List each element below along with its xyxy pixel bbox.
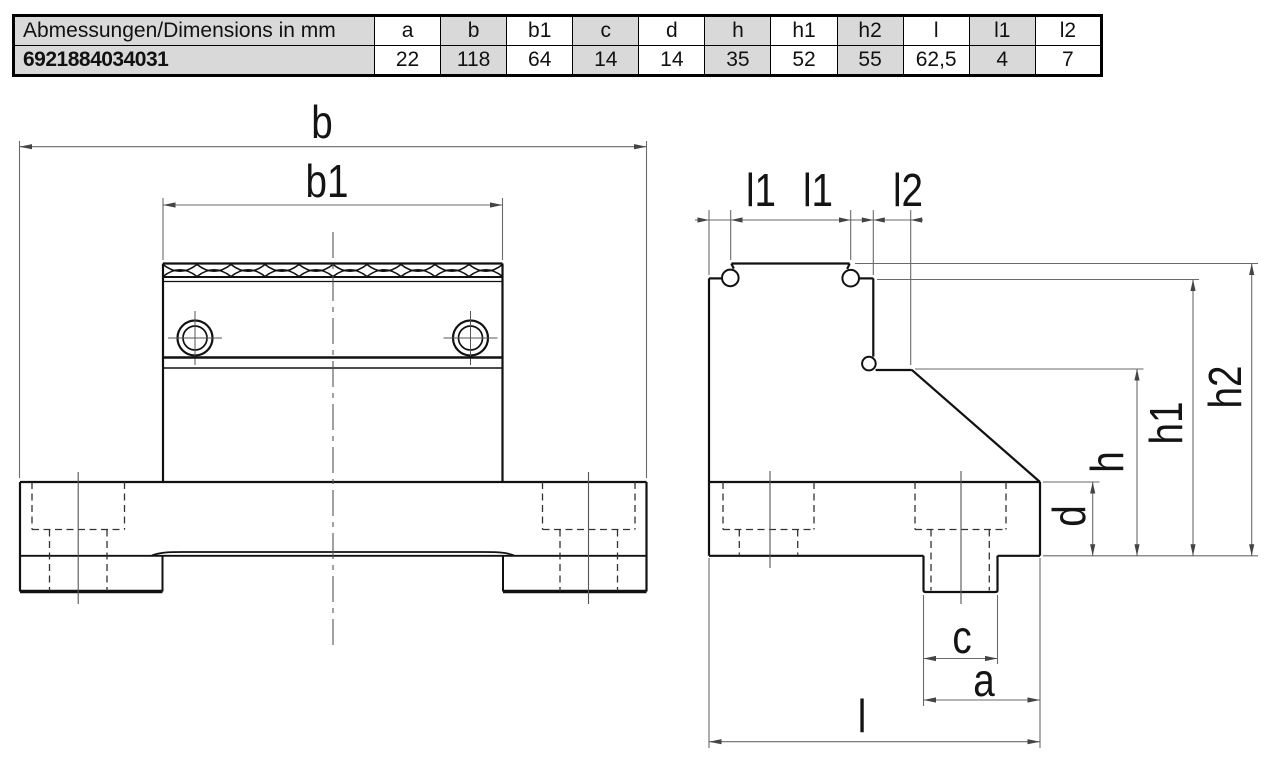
article-number: 6921884034031 <box>13 45 375 76</box>
dim-label-a: a <box>973 654 995 706</box>
dim-label-l1-left: l1 <box>745 164 777 216</box>
value-cell-a: 22 <box>373 45 442 76</box>
dim-label-d: d <box>1043 505 1095 527</box>
header-cell-b1: b1 <box>506 15 574 46</box>
bottom-dim-arrows <box>709 655 1040 745</box>
value-cell-l2: 7 <box>1034 45 1103 76</box>
dim-label-h1: h1 <box>1140 401 1192 445</box>
side-outline <box>707 262 1042 594</box>
corner-groove <box>861 355 877 372</box>
value-cell-d: 14 <box>638 45 706 76</box>
value-cell-h2: 55 <box>836 45 904 76</box>
front-dim-arrows <box>19 144 647 208</box>
top-groove-left <box>721 268 740 288</box>
side-view <box>695 210 1258 748</box>
dim-label-l2: l2 <box>892 164 924 216</box>
value-cell-h: 35 <box>704 45 772 76</box>
hidden-slots-side <box>722 482 1007 591</box>
screw-holes <box>168 311 498 365</box>
height-dim-arrows <box>1090 263 1255 556</box>
dimensions-table: Abmessungen/Dimensions in mm a b b1 c d … <box>12 14 1103 77</box>
dim-label-b1: b1 <box>305 155 349 207</box>
front-view <box>18 141 648 650</box>
value-cell-l1: 4 <box>968 45 1036 76</box>
dim-label-l: l <box>857 690 867 742</box>
header-cell-c: c <box>572 15 640 46</box>
dim-label-h: h <box>1081 451 1133 473</box>
dim-label-c: c <box>952 611 972 663</box>
header-cell-l2: l2 <box>1034 15 1103 46</box>
table-value-row: 6921884034031 22 118 64 14 14 35 52 55 6… <box>13 45 1103 76</box>
dim-label-l1-right: l1 <box>802 164 834 216</box>
header-cell-h2: h2 <box>836 15 904 46</box>
top-groove-right <box>841 268 861 288</box>
header-cell-l1: l1 <box>968 15 1036 46</box>
dim-label-h2: h2 <box>1199 365 1251 409</box>
value-cell-c: 14 <box>572 45 640 76</box>
top-dim-arrows <box>697 217 923 223</box>
header-cell-d: d <box>638 15 706 46</box>
value-cell-b1: 64 <box>506 45 574 76</box>
dim-label-b: b <box>311 96 333 148</box>
header-cell-b: b <box>440 15 508 46</box>
value-cell-b: 118 <box>440 45 508 76</box>
value-cell-l: 62,5 <box>902 45 970 76</box>
